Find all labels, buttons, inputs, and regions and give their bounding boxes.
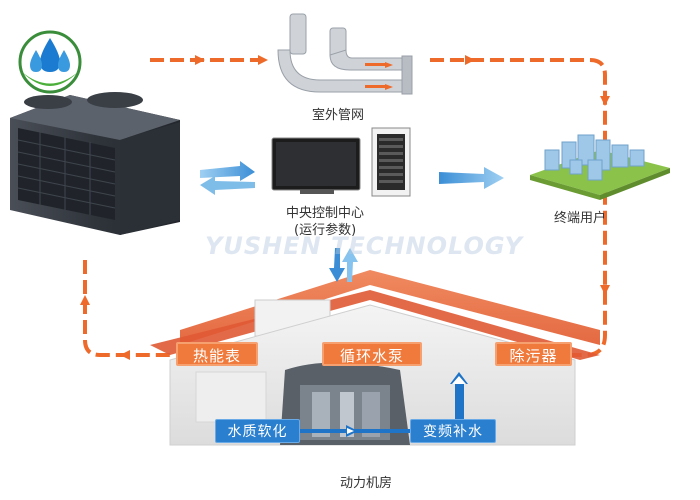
pipe-network-icon xyxy=(277,13,413,95)
vfd-makeup-box: 变频补水 xyxy=(410,419,496,443)
monitor-icon xyxy=(271,137,361,194)
label-control-center-sub: (运行参数) xyxy=(294,223,357,238)
circulation-pump-box: 循环水泵 xyxy=(322,342,422,366)
water-softening-box: 水质软化 xyxy=(215,419,300,443)
machine-room-house xyxy=(150,270,600,446)
water-drop-logo-icon xyxy=(18,30,82,94)
city-buildings-icon xyxy=(530,134,670,200)
dirt-separator-box: 除污器 xyxy=(495,342,572,366)
arrow-from-end-user xyxy=(439,167,504,189)
control-link-arrows xyxy=(329,248,358,282)
label-end-user: 终端用户 xyxy=(554,211,607,226)
flow-arrow-heads xyxy=(80,55,610,360)
heat-meter-box: 热能表 xyxy=(176,342,258,366)
label-control-center: 中央控制中心 xyxy=(286,206,365,221)
pipe-flow-arrows xyxy=(365,62,393,90)
label-machine-room: 动力机房 xyxy=(340,476,393,491)
watermark-text: YUSHEN TECHNOLOGY xyxy=(205,232,523,260)
exchange-arrows-left xyxy=(200,161,255,195)
makeup-water-flow xyxy=(300,372,468,437)
server-rack-icon xyxy=(371,127,411,197)
heat-pump-unit-icon xyxy=(10,92,180,235)
label-outdoor-pipe: 室外管网 xyxy=(312,108,365,123)
